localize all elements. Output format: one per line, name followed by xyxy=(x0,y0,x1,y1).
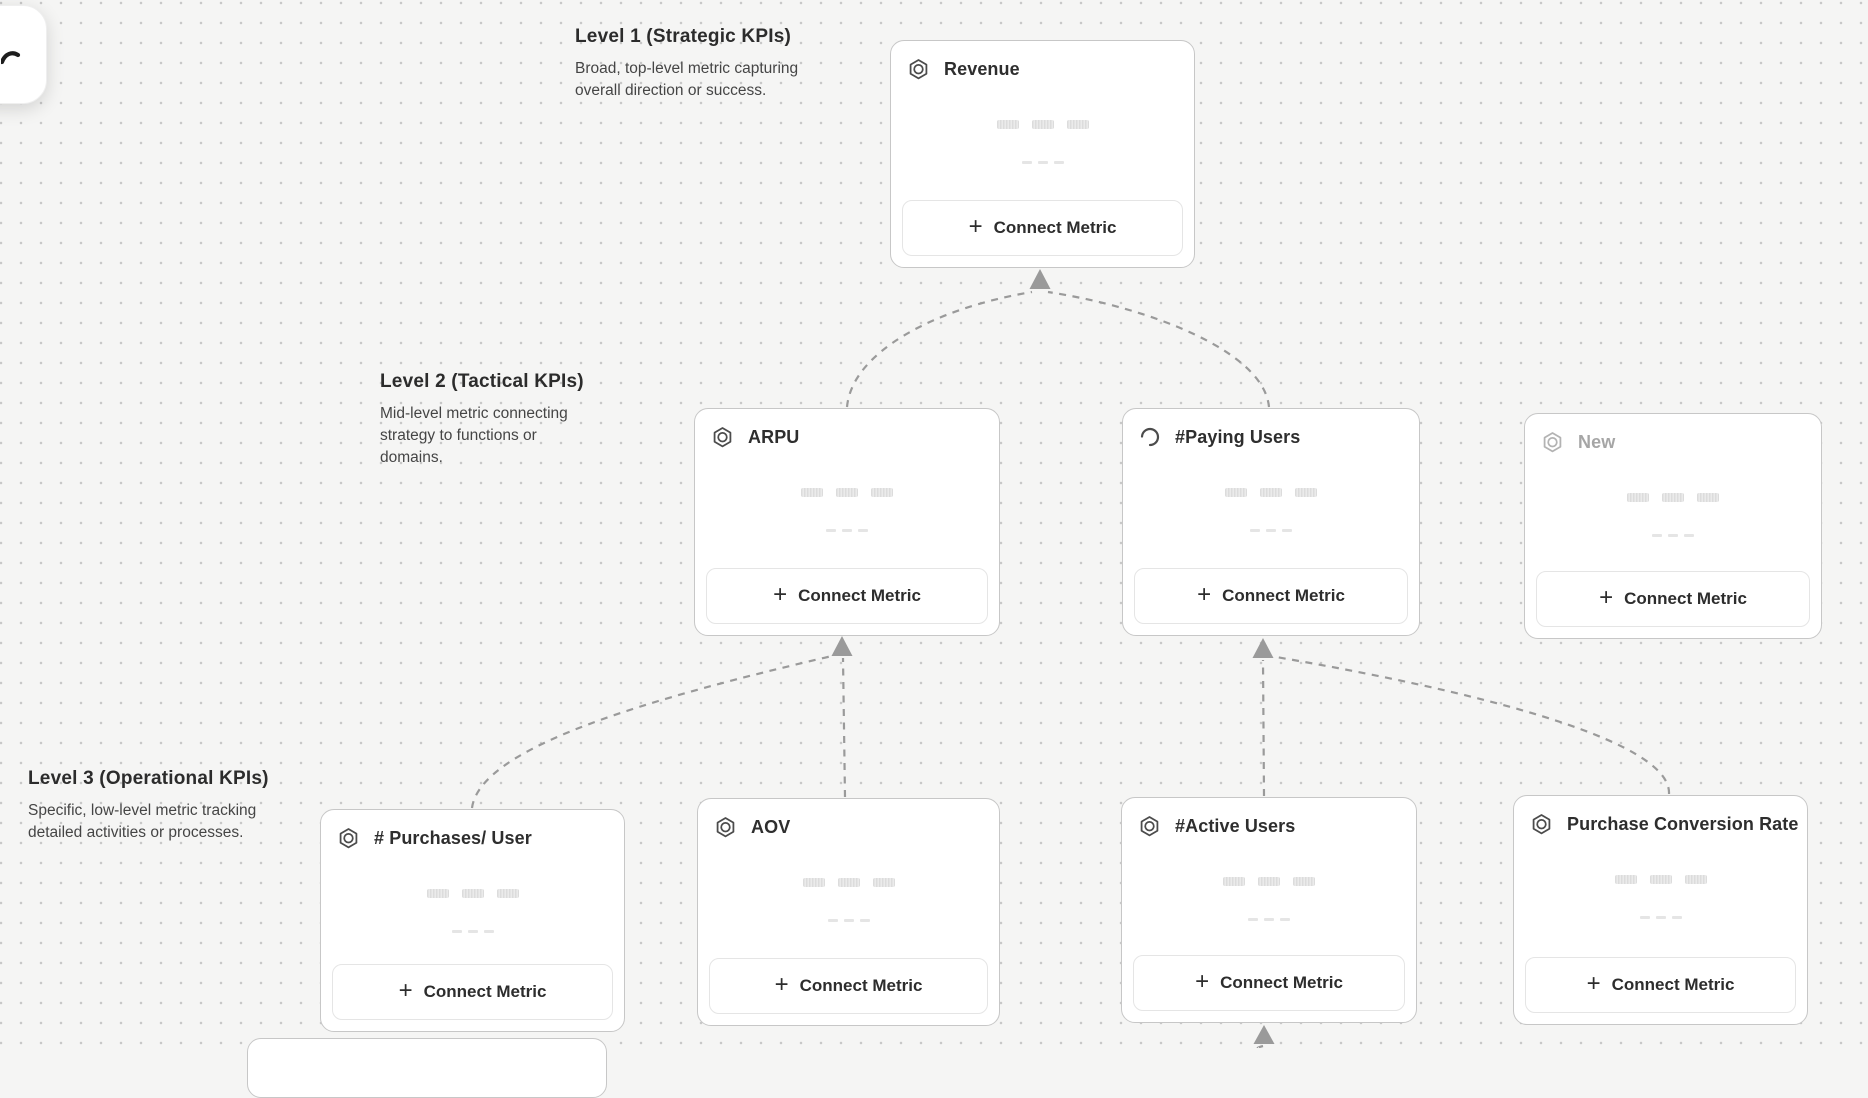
skeleton-placeholder-row xyxy=(1122,918,1416,921)
skeleton-placeholder-row xyxy=(698,919,999,922)
level-1-description: Broad, top-level metric capturing overal… xyxy=(575,60,799,99)
plus-icon: + xyxy=(1586,969,1601,997)
skeleton-placeholder-row xyxy=(1514,875,1807,884)
connect-metric-button[interactable]: + Connect Metric xyxy=(1133,955,1405,1011)
plus-icon: + xyxy=(774,970,789,998)
hexagon-target-icon xyxy=(336,826,361,851)
connector-paying-revenue xyxy=(1047,290,1271,408)
connect-metric-label: Connect Metric xyxy=(798,586,921,605)
plus-icon: + xyxy=(968,212,983,240)
card-title: Purchase Conversion Rate xyxy=(1567,814,1799,834)
metric-card-partial-offscreen[interactable] xyxy=(247,1038,607,1098)
connect-metric-button[interactable]: + Connect Metric xyxy=(706,568,988,624)
connect-metric-button[interactable]: + Connect Metric xyxy=(1525,957,1796,1013)
plus-icon: + xyxy=(1599,583,1614,611)
hexagon-target-icon xyxy=(713,815,738,840)
card-title: #Paying Users xyxy=(1175,426,1301,447)
connector-arpu-revenue xyxy=(845,290,1033,408)
card-title: AOV xyxy=(751,817,791,837)
level-1-heading-group: Level 1 (Strategic KPIs) Broad, top-leve… xyxy=(575,26,830,102)
skeleton-placeholder-row xyxy=(1525,534,1821,537)
skeleton-placeholder-row xyxy=(1514,916,1807,919)
skeleton-placeholder-row xyxy=(321,889,624,898)
connect-metric-label: Connect Metric xyxy=(799,976,923,995)
connector-purchases-arpu xyxy=(470,654,833,809)
level-2-heading-group: Level 2 (Tactical KPIs) Mid-level metric… xyxy=(380,371,598,469)
skeleton-placeholder-row xyxy=(695,529,999,532)
card-title: New xyxy=(1578,432,1616,452)
level-3-title: Level 3 (Operational KPIs) xyxy=(28,768,269,789)
metric-card-aov[interactable]: AOV + Connect Metric xyxy=(697,798,1000,1026)
plus-icon: + xyxy=(1195,967,1210,995)
metric-card-active-users[interactable]: #Active Users + Connect Metric xyxy=(1121,797,1417,1023)
skeleton-placeholder-row xyxy=(891,161,1194,164)
card-title: ARPU xyxy=(748,427,800,447)
level-1-title: Level 1 (Strategic KPIs) xyxy=(575,26,791,47)
skeleton-placeholder-row xyxy=(1123,529,1419,532)
cursor-tool-icon xyxy=(1,47,21,67)
skeleton-placeholder-row xyxy=(1122,877,1416,886)
connect-metric-label: Connect Metric xyxy=(1222,586,1345,605)
arrowhead-arpu xyxy=(831,636,853,656)
connect-metric-button[interactable]: + Connect Metric xyxy=(1134,568,1408,624)
hexagon-target-icon xyxy=(906,57,931,82)
level-2-title: Level 2 (Tactical KPIs) xyxy=(380,371,584,392)
connect-metric-label: Connect Metric xyxy=(1220,973,1343,992)
connect-metric-label: Connect Metric xyxy=(1611,975,1735,994)
connect-metric-button[interactable]: + Connect Metric xyxy=(709,958,988,1014)
connect-metric-label: Connect Metric xyxy=(1624,589,1747,608)
skeleton-placeholder-row xyxy=(1525,493,1821,502)
skeleton-placeholder-row xyxy=(1123,488,1419,497)
metric-card-purchase-conversion-rate[interactable]: Purchase Conversion Rate + Connect Metri… xyxy=(1513,795,1808,1025)
spinner-icon xyxy=(1138,425,1162,449)
level-3-description: Specific, low-level metric tracking deta… xyxy=(28,802,257,841)
metric-card-revenue[interactable]: Revenue + Connect Metric xyxy=(890,40,1195,268)
arrowhead-revenue xyxy=(1029,269,1051,289)
skeleton-placeholder-row xyxy=(698,878,999,887)
level-3-heading-group: Level 3 (Operational KPIs) Specific, low… xyxy=(28,768,290,844)
skeleton-placeholder-row xyxy=(321,930,624,933)
arrowhead-paying xyxy=(1252,638,1274,658)
metric-card-arpu[interactable]: ARPU + Connect Metric xyxy=(694,408,1000,636)
hexagon-target-icon xyxy=(710,425,735,450)
connector-aov-arpu xyxy=(841,657,847,798)
metric-card-purchases-per-user[interactable]: # Purchases/ User + Connect Metric xyxy=(320,809,625,1032)
card-title: #Active Users xyxy=(1175,816,1296,836)
metric-card-new[interactable]: New + Connect Metric xyxy=(1524,413,1822,639)
hexagon-target-icon xyxy=(1529,812,1554,837)
connect-metric-label: Connect Metric xyxy=(423,982,547,1001)
plus-icon: + xyxy=(773,580,788,608)
connect-metric-button[interactable]: + Connect Metric xyxy=(332,964,613,1020)
skeleton-placeholder-row xyxy=(695,488,999,497)
tool-button[interactable] xyxy=(0,5,47,104)
plus-icon: + xyxy=(1197,580,1212,608)
connector-active-paying xyxy=(1261,659,1266,797)
connect-metric-button[interactable]: + Connect Metric xyxy=(1536,571,1810,627)
connect-metric-button[interactable]: + Connect Metric xyxy=(902,200,1183,256)
skeleton-placeholder-row xyxy=(891,120,1194,129)
card-title: # Purchases/ User xyxy=(374,828,532,848)
connector-pcr-paying xyxy=(1275,655,1671,795)
hexagon-target-icon xyxy=(1540,430,1565,455)
card-title: Revenue xyxy=(944,59,1020,79)
level-2-description: Mid-level metric connecting strategy to … xyxy=(380,405,568,466)
connect-metric-label: Connect Metric xyxy=(993,218,1117,237)
plus-icon: + xyxy=(398,976,413,1004)
hexagon-target-icon xyxy=(1137,814,1162,839)
arrowhead-active xyxy=(1253,1025,1275,1044)
metric-card-paying-users[interactable]: #Paying Users + Connect Metric xyxy=(1122,408,1420,636)
